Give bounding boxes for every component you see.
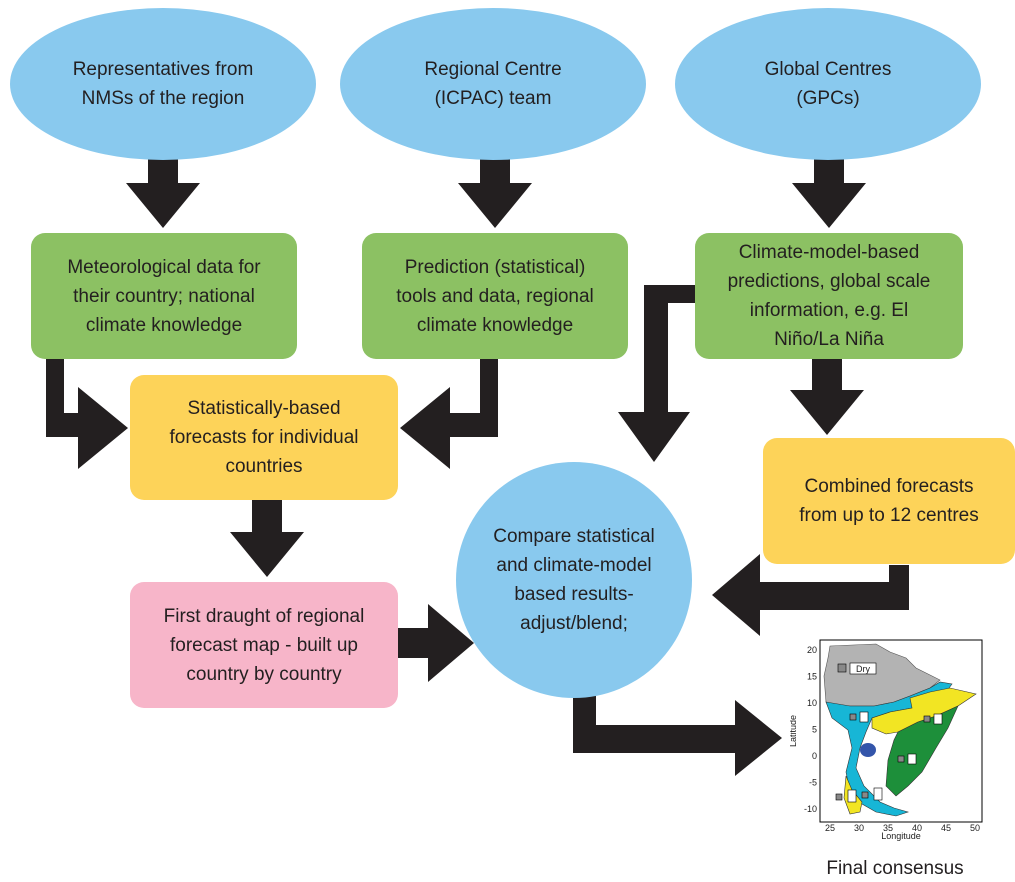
arrow-climate-model-to-combined bbox=[790, 358, 864, 435]
dry-label: Dry bbox=[856, 664, 870, 674]
map-x-tick: 40 bbox=[912, 823, 922, 833]
probability-markers bbox=[835, 711, 943, 803]
map-x-tick: 50 bbox=[970, 823, 980, 833]
map-y-tick: 0 bbox=[812, 751, 817, 761]
arrow-icpac-to-prediction bbox=[458, 152, 532, 228]
meteorological-data-label: Meteorological data for their country; n… bbox=[67, 256, 261, 336]
arrow-gpc-to-climate-model bbox=[792, 152, 866, 228]
arrow-compare-to-map bbox=[573, 690, 782, 776]
statistical-forecasts-box: Statistically-based forecasts for indivi… bbox=[130, 375, 398, 500]
climate-model-predictions-box: Climate-model-based predictions, global … bbox=[695, 233, 963, 359]
arrow-climate-model-to-compare bbox=[618, 285, 695, 462]
map-xlabel: Longitude bbox=[881, 831, 921, 841]
lake-marker bbox=[860, 743, 876, 757]
first-draught-label: First draught of regional forecast map -… bbox=[163, 605, 365, 685]
map-x-tick: 45 bbox=[941, 823, 951, 833]
map-y-tick: -10 bbox=[804, 804, 817, 814]
arrow-met-data-to-stat-forecasts bbox=[46, 358, 128, 469]
map-x-tick: 30 bbox=[854, 823, 864, 833]
compare-blend-label: Compare statistical and climate-model ba… bbox=[493, 526, 655, 634]
compare-blend-circle: Compare statistical and climate-model ba… bbox=[456, 462, 692, 698]
map-x-tick: 35 bbox=[883, 823, 893, 833]
regional-centre-ellipse: Regional Centre (ICPAC) team bbox=[340, 8, 646, 160]
map-ylabel: Latitude bbox=[790, 715, 798, 747]
arrow-first-draught-to-compare bbox=[398, 604, 474, 682]
map-y-tick: 20 bbox=[807, 645, 817, 655]
prediction-tools-box: Prediction (statistical) tools and data,… bbox=[362, 233, 628, 359]
arrow-stat-forecasts-to-first-draught bbox=[230, 500, 304, 577]
nms-representatives-ellipse: Representatives from NMSs of the region bbox=[10, 8, 316, 160]
map-y-tick: -5 bbox=[809, 778, 817, 788]
nms-representatives-label: Representatives from NMSs of the region bbox=[72, 59, 254, 109]
arrow-prediction-to-stat-forecasts bbox=[400, 358, 498, 469]
meteorological-data-box: Meteorological data for their country; n… bbox=[31, 233, 297, 359]
combined-forecasts-box: Combined forecasts from up to 12 centres bbox=[763, 438, 1015, 564]
arrow-nms-to-met-data bbox=[126, 152, 200, 228]
map-y-tick: 5 bbox=[812, 725, 817, 735]
combined-forecasts-label: Combined forecasts from up to 12 centres bbox=[799, 476, 979, 526]
map-y-tick: 10 bbox=[807, 698, 817, 708]
arrow-combined-to-compare bbox=[712, 554, 909, 636]
statistical-forecasts-label: Statistically-based forecasts for indivi… bbox=[169, 398, 359, 477]
global-centres-label: Global Centres (GPCs) bbox=[764, 59, 892, 109]
regional-centre-label: Regional Centre (ICPAC) team bbox=[424, 59, 562, 109]
climate-model-predictions-label: Climate-model-based predictions, global … bbox=[727, 242, 931, 350]
first-draught-box: First draught of regional forecast map -… bbox=[130, 582, 398, 708]
global-centres-ellipse: Global Centres (GPCs) bbox=[675, 8, 981, 160]
map-y-tick: 15 bbox=[807, 672, 817, 682]
prediction-tools-label: Prediction (statistical) tools and data,… bbox=[396, 256, 594, 336]
map-x-tick: 25 bbox=[825, 823, 835, 833]
final-consensus-caption: Final consensus bbox=[826, 858, 964, 879]
